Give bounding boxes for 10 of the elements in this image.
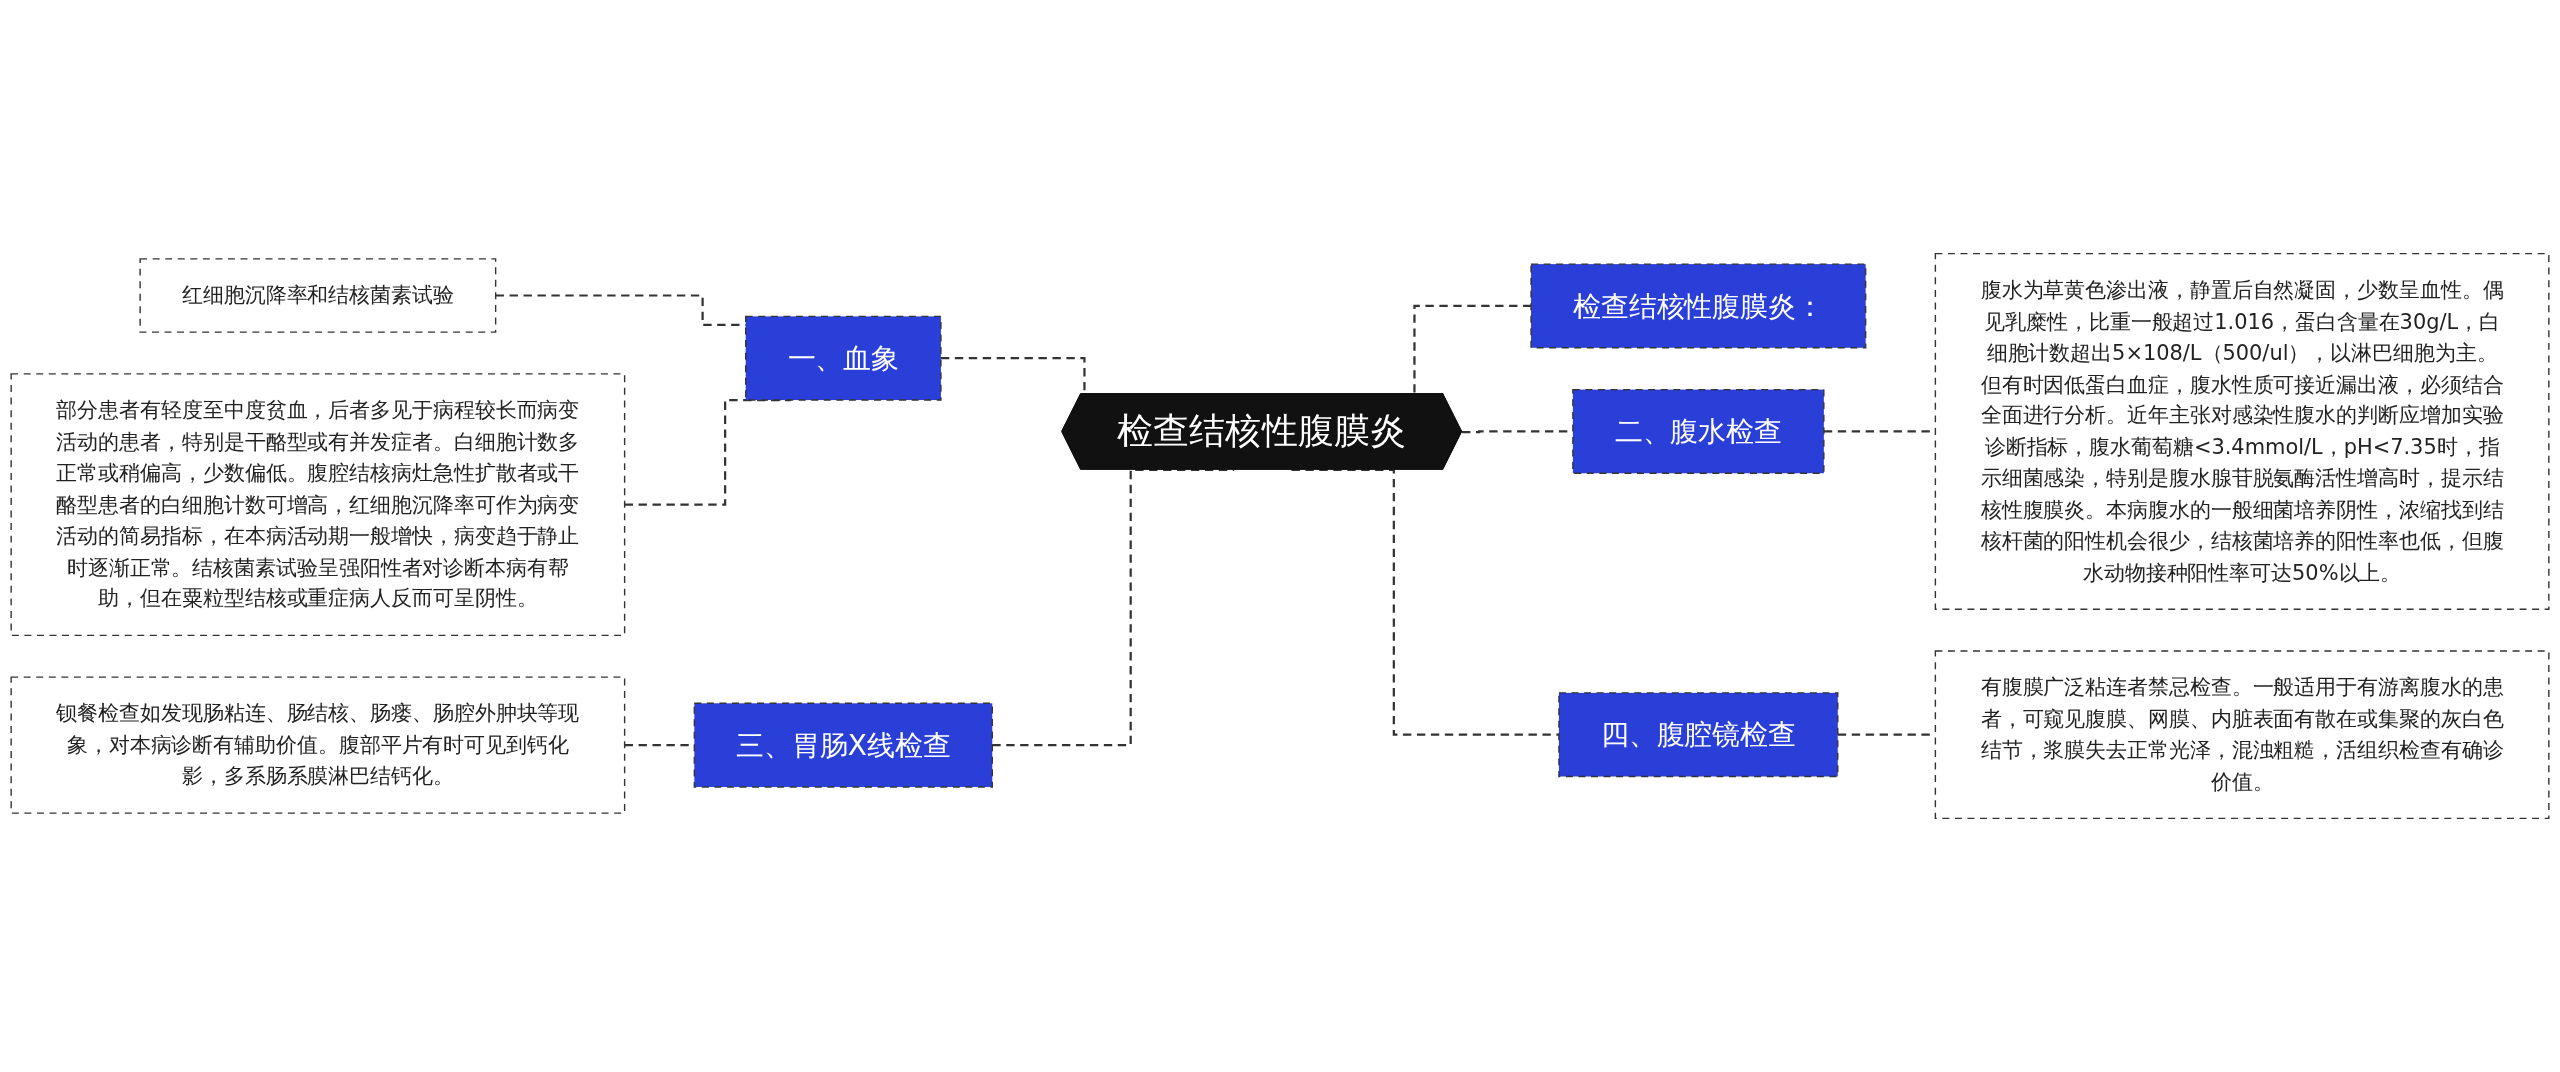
node-box: 一、血象 bbox=[745, 315, 942, 401]
node-box: 四、腹腔镜检查 bbox=[1558, 692, 1839, 778]
node-box: 红细胞沉降率和结核菌素试验 bbox=[139, 258, 497, 333]
node-box: 检查结核性腹膜炎： bbox=[1530, 263, 1867, 349]
node-box: 钡餐检查如发现肠粘连、肠结核、肠瘘、肠腔外肿块等现象，对本病诊断有辅助价值。腹部平片有时可见到钙化影，多系肠系膜淋巴结钙化。 bbox=[10, 676, 626, 814]
node-box: 有腹膜广泛粘连者禁忌检查。一般适用于有游离腹水的患者，可窥见腹膜、网膜、内脏表面有散在或集聚的灰白色结节，浆膜失去正常光泽，混浊粗糙，活组织检查有确诊价值。 bbox=[1934, 650, 2550, 820]
node-box: 部分患者有轻度至中度贫血，后者多见于病程较长而病变活动的患者，特别是干酪型或有并发症者。白细胞计数多正常或稍偏高，少数偏低。腹腔结核病灶急性扩散者或干酪型患者的白细胞计数可增高，红细胞沉降率可作为病变活动的简易指标，在本病活动期一般增快，病变趋于静止时逐渐正常。结核菌素试验呈强阳性者对诊断本病有帮助，但在粟粒型结核或重症病人反而可呈阴性。 bbox=[10, 373, 626, 637]
node-box: 二、腹水检查 bbox=[1572, 388, 1825, 474]
node-box: 腹水为草黄色渗出液，静置后自然凝固，少数呈血性。偶见乳糜性，比重一般超过1.016，蛋白含量在30g/L，白细胞计数超出5×108/L（500/ul），以淋巴细胞为主。但有时因低蛋白血症，腹水性质可接近漏出液，必须结合全面进行分析。近年主张对感染性腹水的判断应增加实验诊断指标，腹水葡萄糖<3.4mmol/L，pH<7.35时，指示细菌感染，特别是腹水腺苷脱氨酶活性增高时，提示结核性腹膜炎。本病腹水的一般细菌培养阴性，浓缩找到结核杆菌的阳性机会很少，结核菌培养的阳性率也低，但腹水动物接种阳性率可达50%以上。 bbox=[1934, 252, 2550, 610]
node-box: 三、胃肠X线检查 bbox=[693, 702, 993, 788]
